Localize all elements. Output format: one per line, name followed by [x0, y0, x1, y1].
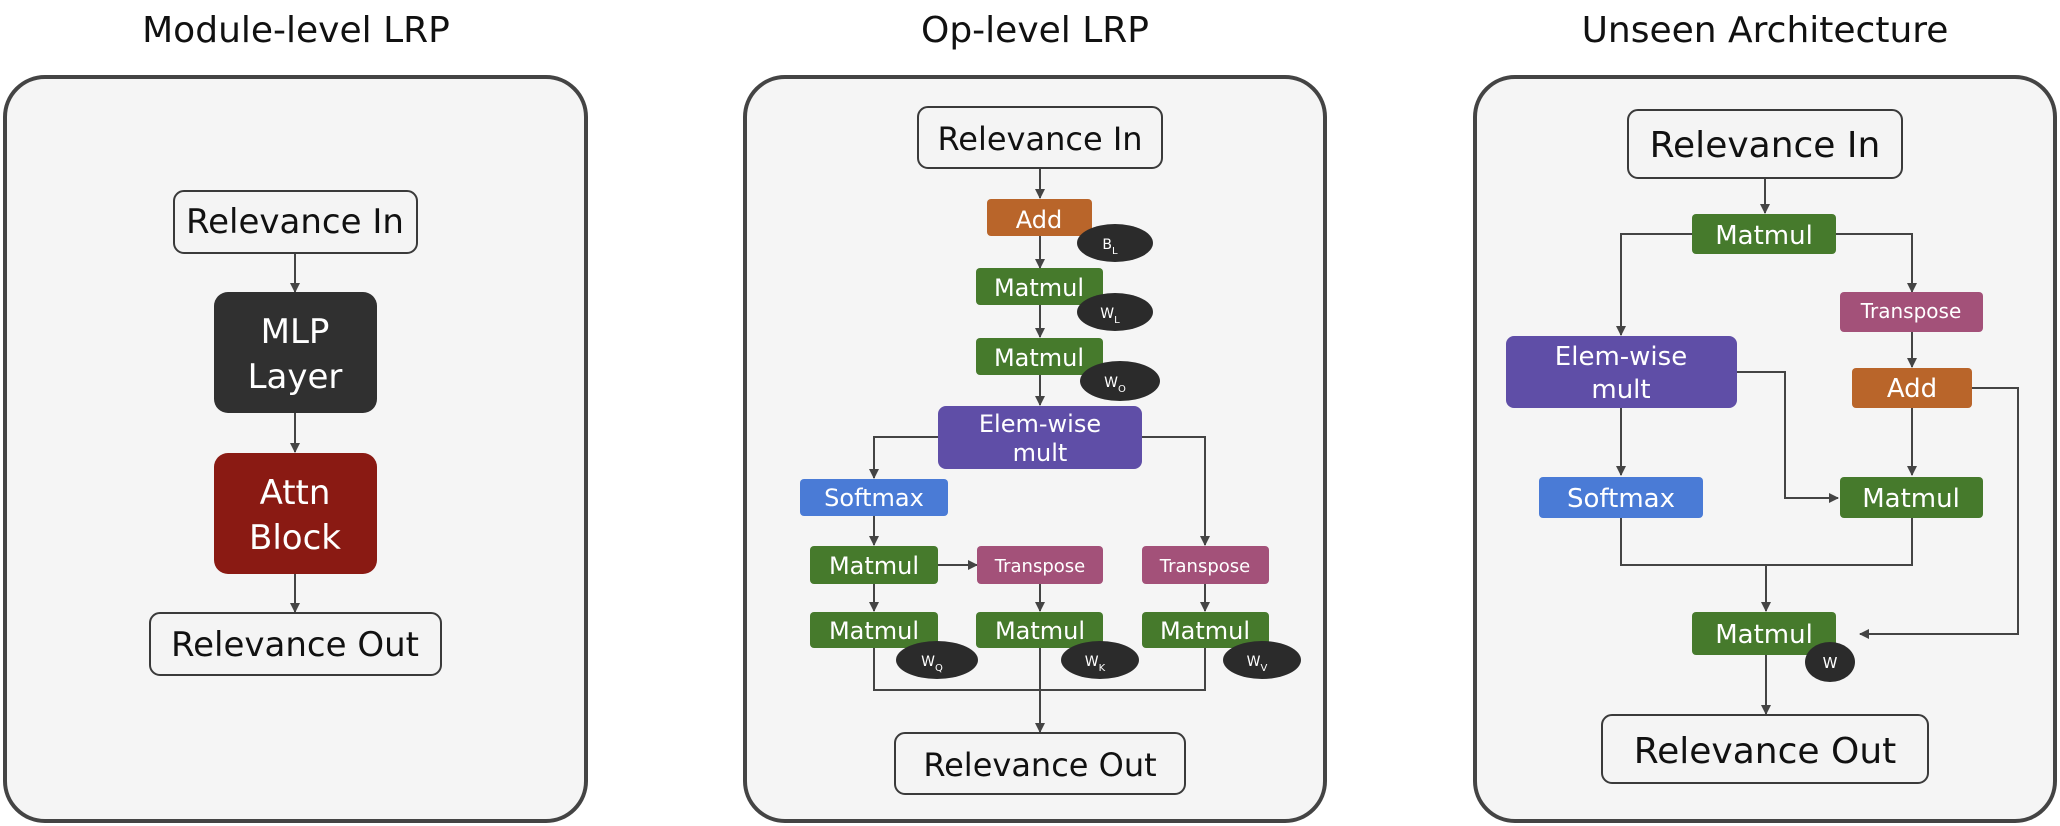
node-un-softmax[interactable]: Softmax — [1539, 477, 1703, 518]
svg-text:Transpose: Transpose — [994, 556, 1085, 577]
svg-text:Relevance In: Relevance In — [1650, 125, 1881, 166]
node-attn-block[interactable]: Attn Block — [214, 453, 377, 574]
edge-matmul-right-to-merge — [1766, 518, 1913, 566]
node-un-elem-wise-mult[interactable]: Elem-wise mult — [1506, 336, 1737, 408]
panel-title-op: Op-level LRP — [921, 10, 1149, 51]
svg-text:WO: WO — [1104, 375, 1126, 395]
weight-badge-w: W — [1805, 642, 1855, 682]
node-op-relevance-in[interactable]: Relevance In — [917, 106, 1163, 169]
svg-text:Attn: Attn — [260, 473, 331, 513]
svg-text:Add: Add — [1887, 374, 1937, 404]
svg-text:Softmax: Softmax — [1567, 484, 1675, 514]
node-mlp-layer[interactable]: MLP Layer — [214, 292, 377, 413]
svg-text:Matmul: Matmul — [829, 617, 919, 645]
node-matmul-v[interactable]: Matmul — [1142, 612, 1269, 648]
mlp-layer-box — [214, 292, 377, 413]
edge-elem-to-softmax — [869, 436, 938, 479]
node-relevance-out[interactable]: Relevance Out — [149, 612, 442, 676]
node-matmul-l[interactable]: Matmul — [976, 268, 1103, 305]
node-relevance-in[interactable]: Relevance In — [173, 190, 418, 254]
node-transpose-k[interactable]: Transpose — [977, 546, 1103, 584]
weight-badge-wo: WO — [1080, 361, 1160, 401]
node-op-relevance-out[interactable]: Relevance Out — [894, 732, 1186, 795]
svg-text:Matmul: Matmul — [1715, 620, 1813, 650]
node-un-matmul-bottom[interactable]: Matmul — [1692, 612, 1836, 655]
edge-matmul-v-to-merge — [1040, 648, 1206, 691]
node-elem-wise-mult[interactable]: Elem-wise mult — [938, 406, 1142, 469]
svg-text:Matmul: Matmul — [1160, 617, 1250, 645]
svg-text:BL: BL — [1102, 237, 1118, 257]
node-un-add[interactable]: Add — [1852, 368, 1972, 408]
weight-badge-wk: WK — [1061, 641, 1139, 679]
panel-title-module: Module-level LRP — [142, 10, 450, 51]
svg-text:WQ: WQ — [921, 654, 943, 674]
weight-badge-wl: WL — [1077, 293, 1153, 331]
svg-text:Relevance In: Relevance In — [186, 202, 404, 242]
edge-matmul-to-elem — [1616, 233, 1692, 336]
svg-text:WV: WV — [1247, 654, 1268, 674]
svg-text:Elem-wise: Elem-wise — [1555, 342, 1687, 372]
node-un-transpose[interactable]: Transpose — [1840, 292, 1983, 332]
svg-text:Elem-wise: Elem-wise — [979, 410, 1101, 438]
edge-add-to-matmul-bottom — [1859, 387, 2019, 639]
edge-elem-to-matmul-right — [1737, 371, 1839, 503]
panel-module-level: Module-level LRP Relevance In MLP Layer … — [3, 10, 588, 823]
node-matmul-q[interactable]: Matmul — [810, 612, 938, 648]
weight-badge-bl: BL — [1077, 224, 1153, 262]
node-transpose-v[interactable]: Transpose — [1142, 546, 1269, 584]
panel-unseen-architecture: Unseen Architecture Relevance In Matmul … — [1473, 10, 2057, 823]
panel-title-unseen: Unseen Architecture — [1582, 10, 1949, 51]
svg-text:Block: Block — [249, 518, 341, 558]
svg-text:mult: mult — [1013, 439, 1068, 467]
node-un-matmul-top[interactable]: Matmul — [1692, 214, 1836, 254]
svg-text:Relevance Out: Relevance Out — [171, 625, 419, 665]
edge-elem-to-transpose-v — [1142, 436, 1210, 546]
svg-text:Matmul: Matmul — [994, 344, 1084, 372]
weight-badge-wq: WQ — [896, 641, 978, 679]
node-matmul-o[interactable]: Matmul — [976, 338, 1103, 375]
svg-text:Transpose: Transpose — [1860, 299, 1962, 323]
node-un-matmul-right[interactable]: Matmul — [1840, 477, 1983, 518]
svg-text:Relevance Out: Relevance Out — [1634, 731, 1897, 772]
edge-softmax-to-merge — [1620, 518, 1766, 566]
svg-text:mult: mult — [1591, 375, 1650, 405]
svg-text:Matmul: Matmul — [1715, 221, 1813, 251]
attn-block-box — [214, 453, 377, 574]
svg-text:Transpose: Transpose — [1159, 556, 1250, 577]
panel-op-level: Op-level LRP Relevance In Add Matmul — [743, 10, 1327, 823]
node-add[interactable]: Add — [987, 199, 1092, 236]
node-softmax[interactable]: Softmax — [800, 479, 948, 516]
weight-badge-wv: WV — [1223, 641, 1301, 679]
svg-text:MLP: MLP — [261, 312, 330, 352]
svg-text:WL: WL — [1100, 306, 1120, 326]
node-un-relevance-out[interactable]: Relevance Out — [1601, 714, 1929, 784]
node-matmul-k[interactable]: Matmul — [976, 612, 1103, 648]
svg-text:Add: Add — [1016, 206, 1062, 234]
svg-text:Softmax: Softmax — [824, 484, 924, 512]
svg-text:WK: WK — [1085, 654, 1106, 674]
svg-text:Matmul: Matmul — [994, 274, 1084, 302]
svg-text:Relevance Out: Relevance Out — [923, 746, 1156, 784]
svg-text:Matmul: Matmul — [995, 617, 1085, 645]
edge-matmul-to-transpose — [1836, 233, 1917, 293]
svg-text:Layer: Layer — [248, 357, 343, 397]
svg-text:W: W — [1823, 654, 1838, 672]
svg-text:Relevance In: Relevance In — [937, 120, 1142, 158]
edge-matmul-q-to-merge — [873, 648, 1040, 691]
node-un-relevance-in[interactable]: Relevance In — [1627, 109, 1903, 179]
node-matmul-attn[interactable]: Matmul — [810, 546, 938, 584]
svg-text:Matmul: Matmul — [829, 552, 919, 580]
svg-text:Matmul: Matmul — [1862, 484, 1960, 514]
